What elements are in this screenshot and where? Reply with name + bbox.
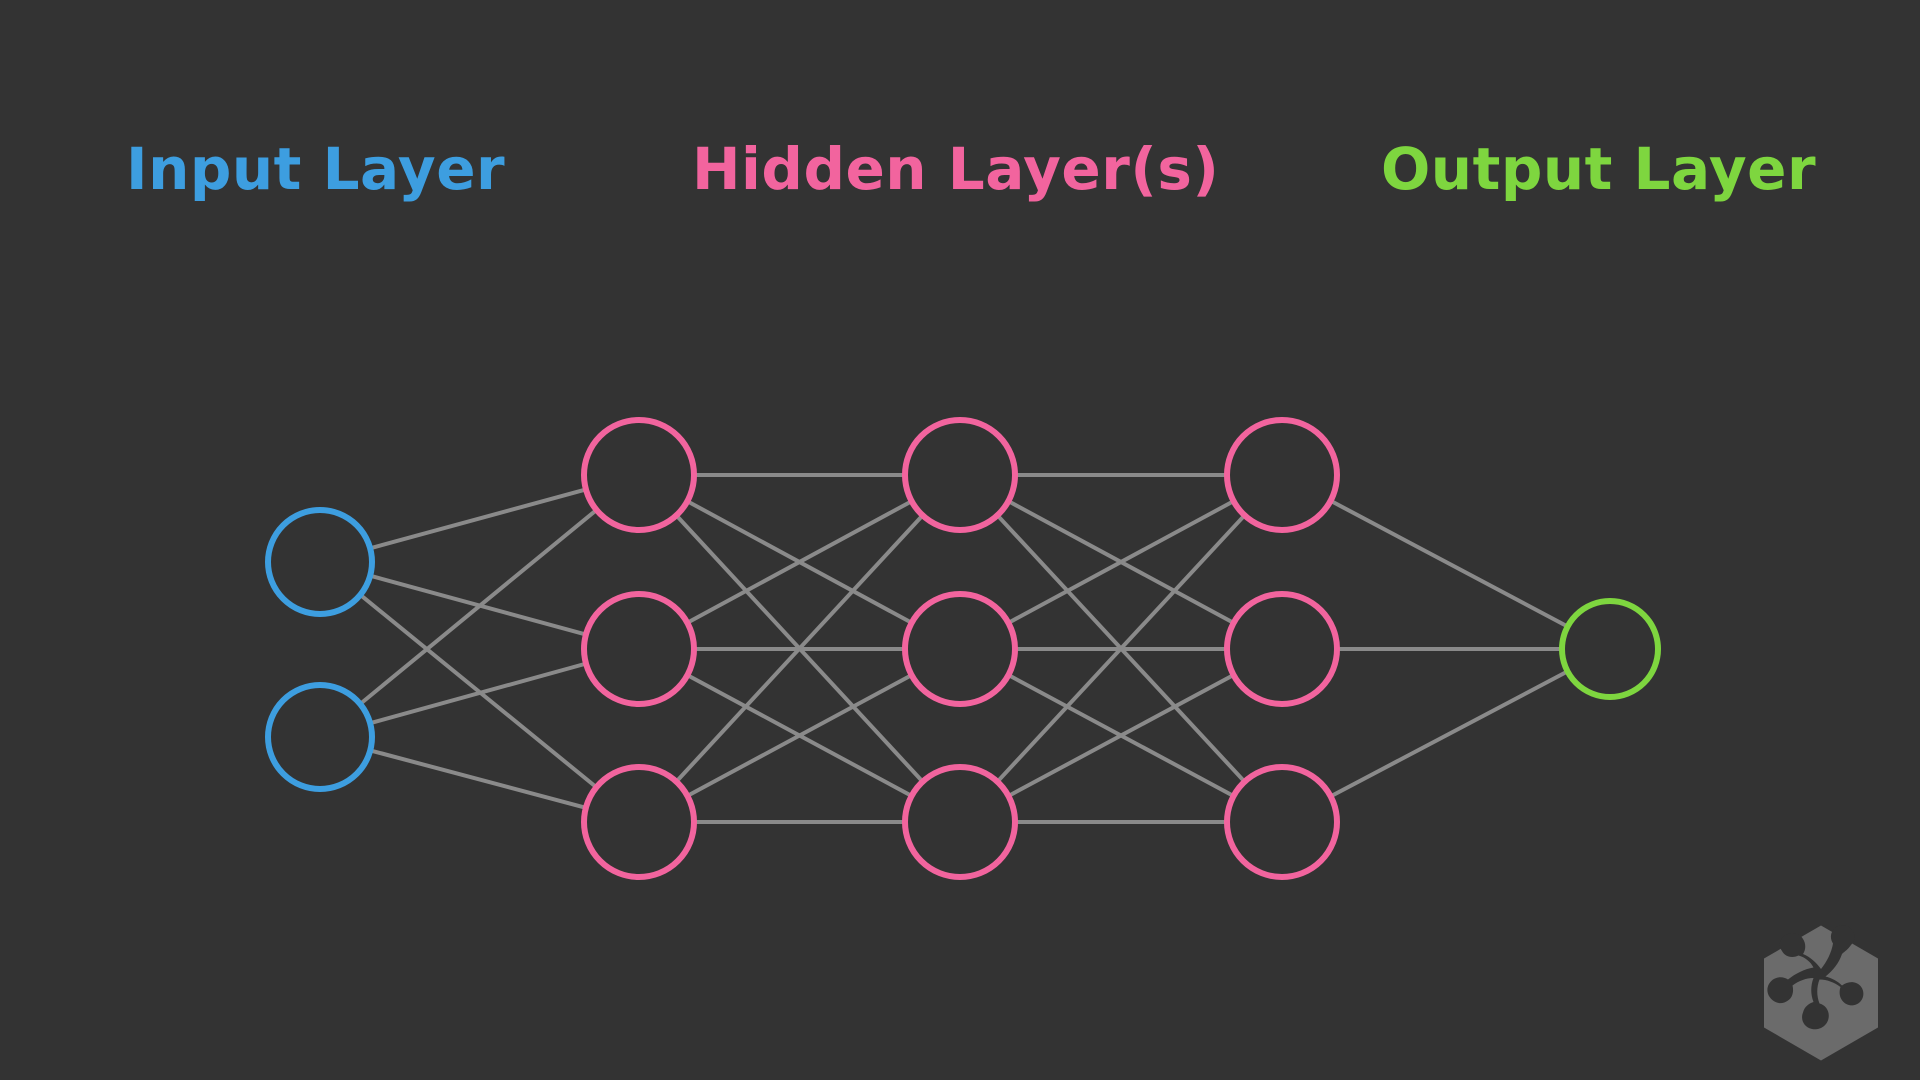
connection-edge [358, 507, 599, 706]
connection-edge [995, 513, 1247, 784]
neuron-node-hidden-2-1[interactable] [902, 417, 1018, 533]
neuron-node-input-2[interactable] [265, 682, 375, 792]
connection-edge [358, 592, 599, 790]
connection-edge [1006, 673, 1236, 798]
neuron-nodes-group [265, 417, 1661, 880]
watermark-neuron-glyph-icon [1767, 925, 1864, 1030]
neuron-node-hidden-1-1[interactable] [581, 417, 697, 533]
watermark-logo-icon [1764, 925, 1878, 1061]
connection-edge [368, 748, 588, 810]
neuron-node-hidden-3-3[interactable] [1224, 764, 1340, 880]
neuron-node-hidden-3-2[interactable] [1224, 591, 1340, 707]
neuron-node-output-1[interactable] [1559, 598, 1661, 700]
connection-edge [368, 487, 588, 551]
neuron-node-hidden-1-2[interactable] [581, 591, 697, 707]
connection-edge [674, 513, 925, 784]
connection-edge [1006, 499, 1236, 625]
connection-edge [685, 673, 914, 798]
neuron-node-input-1[interactable] [265, 507, 375, 617]
connection-edge [368, 661, 588, 726]
neuron-node-hidden-1-3[interactable] [581, 764, 697, 880]
watermark-hexagon-icon [1764, 925, 1878, 1061]
connection-edges-group [358, 473, 1570, 824]
connection-edge [685, 499, 914, 625]
connection-edge [1328, 669, 1570, 799]
connection-edge [1328, 498, 1570, 629]
neuron-node-hidden-3-1[interactable] [1224, 417, 1340, 533]
neuron-node-hidden-2-3[interactable] [902, 764, 1018, 880]
neuron-node-hidden-2-2[interactable] [902, 591, 1018, 707]
